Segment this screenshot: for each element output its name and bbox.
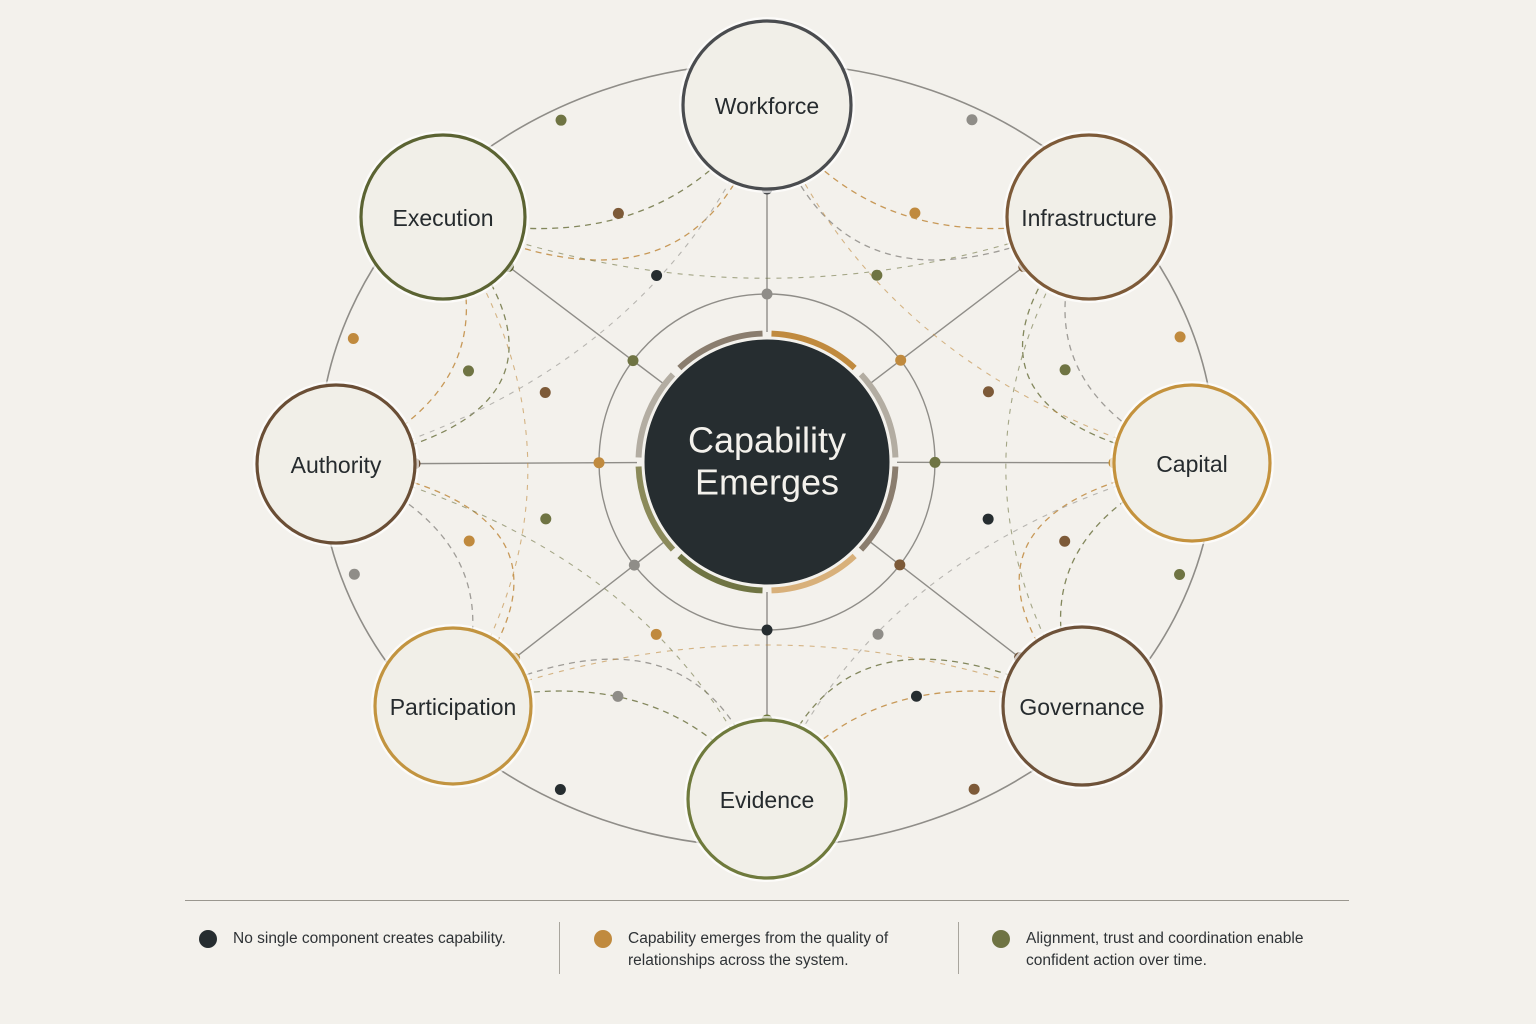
- node-circle: [373, 626, 533, 786]
- node-circle: [686, 718, 848, 880]
- dashed-connection: [766, 104, 1090, 261]
- junction-dot: [1059, 535, 1071, 547]
- junction-dot: [554, 784, 566, 796]
- node-label-workforce: Workforce: [715, 93, 819, 119]
- node-infrastructure: Infrastructure: [1003, 131, 1175, 303]
- ring-segment: [635, 372, 676, 458]
- legend-text-2: Capability emerges from the quality of r…: [628, 930, 889, 969]
- node-circle: [359, 133, 527, 301]
- junction-dot: [1174, 331, 1186, 343]
- junction-dot: [910, 690, 922, 702]
- junction-dot: [871, 269, 883, 281]
- junction-dot: [650, 628, 662, 640]
- node-participation: Participation: [371, 624, 535, 788]
- node-circle: [255, 383, 417, 545]
- dashed-connection: [442, 216, 1090, 279]
- junction-dot: [463, 535, 475, 547]
- junction-dot: [982, 386, 994, 398]
- ring-segment: [677, 330, 763, 371]
- dashed-connection: [452, 644, 1083, 707]
- spoke-line: [507, 265, 664, 385]
- ring-segment: [771, 330, 857, 371]
- junction-dot: [1174, 569, 1186, 581]
- node-workforce: Workforce: [679, 17, 855, 193]
- junction-dot: [347, 333, 359, 345]
- ring-segment: [677, 553, 763, 594]
- junction-dot: [627, 355, 639, 367]
- junction-dot: [909, 207, 921, 219]
- junction-dot: [348, 568, 360, 580]
- center-node: Capability Emerges: [641, 336, 893, 588]
- legend-separator-2: [958, 922, 959, 974]
- junction-dot: [929, 456, 941, 468]
- junction-dot: [1059, 364, 1071, 376]
- node-circle: [1001, 625, 1163, 787]
- node-circle: [681, 19, 853, 191]
- center-circle: [641, 336, 893, 588]
- spoke-line: [514, 541, 665, 659]
- junction-dot: [761, 624, 773, 636]
- junction-dot: [612, 207, 624, 219]
- node-execution: Execution: [357, 131, 529, 303]
- junction-dot: [966, 114, 978, 126]
- junction-dot: [540, 513, 552, 525]
- node-label-infrastructure: Infrastructure: [1021, 205, 1157, 231]
- node-evidence: Evidence: [684, 716, 850, 882]
- junction-dot: [593, 457, 605, 469]
- legend-item-2: Capability emerges from the quality of r…: [594, 928, 888, 972]
- legend-item-1: No single component creates capability.: [199, 928, 506, 950]
- node-label-governance: Governance: [1019, 694, 1144, 720]
- junction-dot: [555, 114, 567, 126]
- node-label-capital: Capital: [1156, 451, 1228, 477]
- center-ring: [635, 330, 899, 594]
- dark-dot-icon: [199, 930, 217, 948]
- node-label-participation: Participation: [390, 694, 517, 720]
- node-circle: [1005, 133, 1173, 301]
- gold-dot-icon: [594, 930, 612, 948]
- junction-dot: [651, 270, 663, 282]
- junction-dot: [894, 559, 906, 571]
- legend-item-3: Alignment, trust and coordination enable…: [992, 928, 1303, 972]
- ring-segment: [635, 466, 676, 552]
- center-label-line2: Emerges: [695, 462, 839, 503]
- node-label-authority: Authority: [291, 452, 382, 478]
- center-label-line1: Capability: [688, 420, 846, 461]
- footer-divider: [185, 900, 1349, 901]
- legend-text-1: No single component creates capability.: [233, 930, 506, 947]
- dashed-connection: [335, 463, 768, 800]
- junction-dot: [612, 690, 624, 702]
- node-governance: Governance: [999, 623, 1165, 789]
- junction-dot: [628, 559, 640, 571]
- legend-separator-1: [559, 922, 560, 974]
- ring-segment: [858, 372, 899, 458]
- junction-dot: [968, 783, 980, 795]
- node-circle: [1112, 383, 1272, 543]
- junction-dot: [539, 387, 551, 399]
- spoke-line: [870, 266, 1025, 384]
- junction-dot: [872, 628, 884, 640]
- node-label-evidence: Evidence: [720, 787, 815, 813]
- node-authority: Authority: [253, 381, 419, 547]
- component-nodes: WorkforceInfrastructureCapitalGovernance…: [253, 17, 1274, 882]
- junction-dot: [895, 354, 907, 366]
- spoke-line: [869, 541, 1020, 659]
- legend-text-3: Alignment, trust and coordination enable…: [1026, 930, 1304, 969]
- ring-segment: [858, 466, 899, 552]
- node-label-execution: Execution: [392, 205, 493, 231]
- dashed-connection: [335, 104, 768, 465]
- junction-dot: [982, 513, 994, 525]
- junction-dot: [761, 288, 773, 300]
- olive-dot-icon: [992, 930, 1010, 948]
- junction-dot: [462, 365, 474, 377]
- ring-segment: [771, 553, 857, 594]
- node-capital: Capital: [1110, 381, 1274, 545]
- dashed-connection: [335, 463, 474, 707]
